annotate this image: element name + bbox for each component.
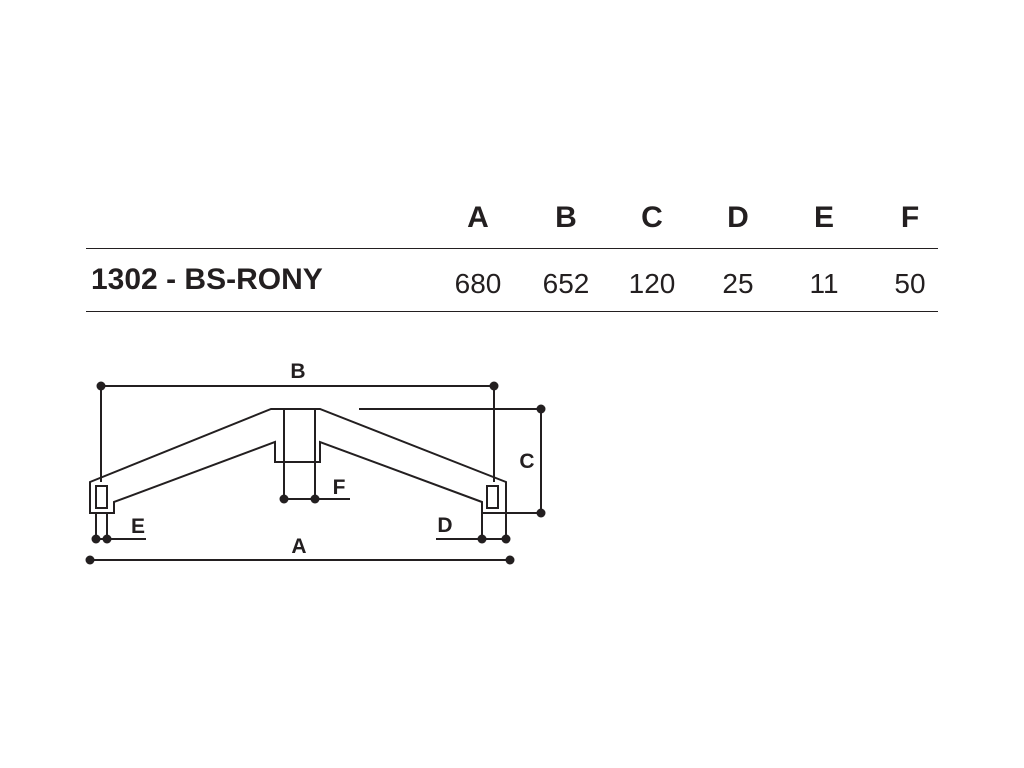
dim-a-left-dot bbox=[85, 555, 95, 565]
value-f: 50 bbox=[894, 268, 926, 299]
dim-a-right-dot bbox=[505, 555, 515, 565]
dim-label-e: E bbox=[131, 515, 145, 538]
value-d: 25 bbox=[722, 268, 754, 299]
handle-technical-drawing: B C F E D A bbox=[70, 350, 570, 580]
dim-d-left-dot bbox=[477, 534, 487, 544]
dim-c-bottom-dot bbox=[536, 508, 546, 518]
right-mount-slot bbox=[486, 485, 499, 509]
dim-e-left-dot bbox=[91, 534, 101, 544]
header-c: C bbox=[641, 201, 663, 234]
dim-f-left-dot bbox=[279, 494, 289, 504]
value-c: 120 bbox=[628, 268, 676, 299]
dim-f-right-dot bbox=[310, 494, 320, 504]
header-f: F bbox=[900, 201, 920, 234]
dim-e-right-dot bbox=[102, 534, 112, 544]
value-a: 680 bbox=[454, 268, 502, 299]
value-e: 11 bbox=[809, 268, 839, 299]
dim-b-right-dot bbox=[489, 381, 499, 391]
dimension-table: A B C D E F 1302 - BS-RONY 680 652 120 2… bbox=[86, 190, 938, 314]
dim-c-top-dot bbox=[536, 404, 546, 414]
header-e: E bbox=[813, 201, 834, 234]
dim-b-left-dot bbox=[96, 381, 106, 391]
left-mount-slot bbox=[95, 485, 108, 509]
dim-label-f: F bbox=[333, 476, 346, 499]
table-bottom-rule bbox=[86, 311, 938, 312]
handle-profile bbox=[89, 408, 507, 514]
center-post bbox=[283, 409, 316, 462]
header-a: A bbox=[467, 201, 489, 234]
dim-label-a: A bbox=[291, 535, 306, 558]
dim-label-d: D bbox=[437, 514, 452, 537]
header-b: B bbox=[555, 201, 577, 234]
value-b: 652 bbox=[542, 268, 590, 299]
dim-label-b: B bbox=[290, 360, 305, 383]
header-d: D bbox=[727, 201, 749, 234]
dim-label-c: C bbox=[519, 450, 534, 473]
handle-drawing-svg: B C F E D A bbox=[85, 360, 546, 565]
model-name: 1302 - BS-RONY bbox=[91, 263, 323, 296]
table-top-rule bbox=[86, 248, 938, 249]
dim-d-right-dot bbox=[501, 534, 511, 544]
